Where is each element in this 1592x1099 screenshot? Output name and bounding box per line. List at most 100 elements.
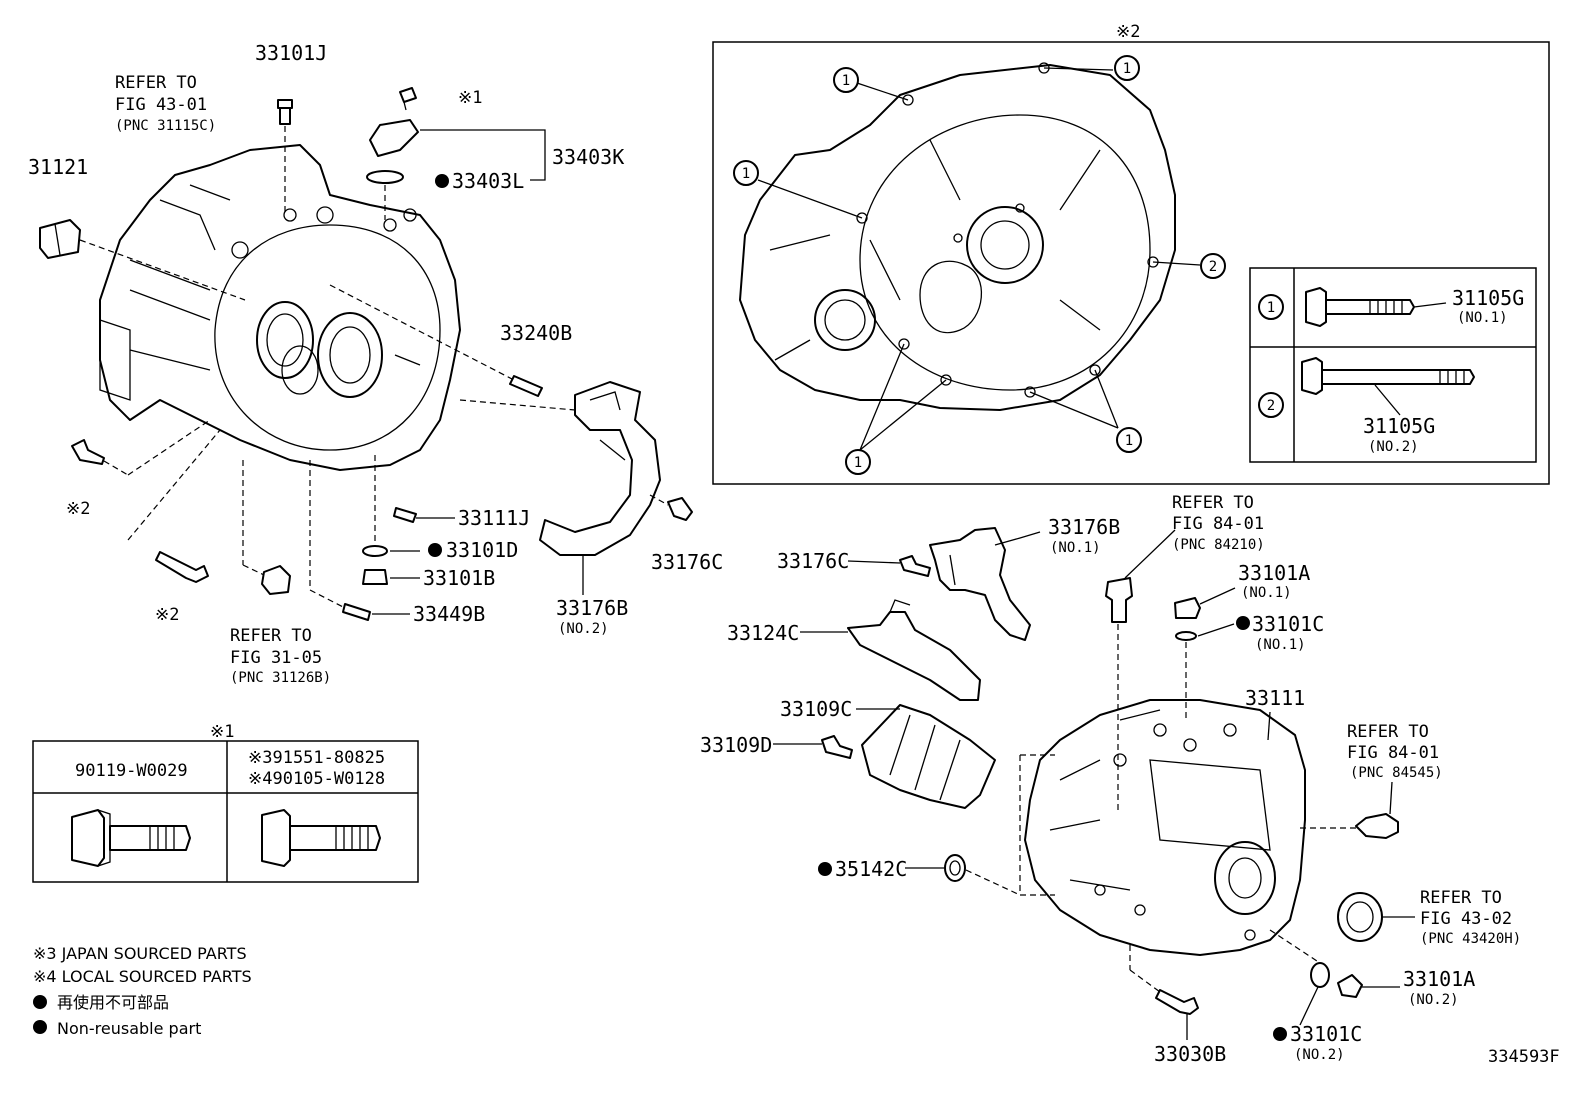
refer-43-01-line2: FIG 43-01	[115, 95, 207, 115]
label-33101C-no1: 33101C	[1252, 612, 1324, 636]
label-33176C-a: 33176C	[651, 550, 723, 574]
pin-33111J-drawing	[393, 507, 455, 523]
bullet-icon	[33, 995, 47, 1009]
label-33111J: 33111J	[458, 506, 530, 530]
label-33240B: 33240B	[500, 321, 572, 345]
bolt-90119-W0029-drawing	[71, 809, 191, 867]
bolt-33176C-a-drawing	[649, 494, 693, 521]
circle-number: 2	[1267, 398, 1275, 414]
bolt-left-lower-drawing	[127, 429, 221, 583]
mark-2-left: ※2	[66, 499, 90, 519]
label-33101J: 33101J	[255, 41, 327, 65]
bolt-spec-table	[32, 740, 419, 883]
magnet-33449B-drawing	[309, 460, 410, 621]
bolt-31105G-no1-drawing	[1305, 287, 1447, 327]
non-reusable-bullet-icon	[1236, 616, 1250, 630]
label-35142C: 35142C	[835, 857, 907, 881]
refer-43-02-line1: REFER TO	[1420, 888, 1502, 908]
table-col1-part: 90119-W0029	[75, 761, 188, 781]
non-reusable-bullet-icon	[428, 543, 442, 557]
label-33109D: 33109D	[700, 733, 772, 757]
refer-84-01a-line1: REFER TO	[1172, 493, 1254, 513]
label-33101C-no2: 33101C	[1290, 1022, 1362, 1046]
refer-43-02-line3: (PNC 43420H)	[1420, 931, 1521, 947]
bolt-33030B-drawing	[1129, 945, 1199, 1040]
bolt-91551-80825-drawing	[261, 809, 381, 867]
mark-2-detail: ※2	[1116, 22, 1140, 42]
sensor-bracket-33403K-drawing	[366, 87, 419, 220]
non-reusable-bullet-icon	[1273, 1027, 1287, 1041]
table-col2-part-b: ※490105-W0128	[248, 769, 385, 789]
mark-1-top: ※1	[458, 88, 482, 108]
bolt-type-table	[1249, 267, 1537, 463]
label-no1-d: (NO.1)	[1255, 637, 1306, 653]
label-33403L: 33403L	[452, 169, 524, 193]
label-31105G-no2: 31105G	[1363, 414, 1435, 438]
bracket-33176B-no2-drawing	[459, 381, 661, 595]
plug-33101A-no1-drawing	[1174, 587, 1236, 619]
bolt-left-upper-drawing	[71, 419, 211, 476]
cap-31121-drawing	[39, 219, 246, 301]
transaxle-housing-drawing	[99, 144, 461, 471]
plug-refer-31-05-drawing	[242, 460, 291, 595]
refer-43-01-line3: (PNC 31115C)	[115, 118, 216, 134]
refer-84-01b-line1: REFER TO	[1347, 722, 1429, 742]
label-no1-c: (NO.1)	[1241, 585, 1292, 601]
label-no2-a: (NO.2)	[558, 621, 609, 637]
gasket-33101D-drawing	[362, 455, 420, 557]
table-col2-part-a: ※391551-80825	[248, 748, 385, 768]
circle-number: 1	[1125, 433, 1133, 449]
refer-84-01b-line3: (PNC 84545)	[1350, 765, 1443, 781]
label-no1-a: (NO.1)	[1457, 310, 1508, 326]
circle-number: 2	[1209, 259, 1217, 275]
plate-33124C-drawing	[800, 599, 981, 701]
bolt-location-detail-frame	[712, 41, 1550, 485]
circle-number: 1	[742, 166, 750, 182]
switch-refer-84-01-b-drawing	[1300, 781, 1399, 839]
table-circle-1	[1258, 294, 1284, 320]
transmission-case-33111-drawing	[1019, 699, 1306, 956]
label-33176B-no1: 33176B	[1048, 515, 1120, 539]
label-33124C: 33124C	[727, 621, 799, 645]
label-no1-b: (NO.1)	[1050, 540, 1101, 556]
label-33176C-b: 33176C	[777, 549, 849, 573]
label-33101D: 33101D	[446, 538, 518, 562]
label-33109C: 33109C	[780, 697, 852, 721]
legend-non-reusable-jp: 再使用不可部品	[57, 993, 169, 1012]
callout-leaders	[757, 67, 1201, 451]
label-33176B-no2: 33176B	[556, 596, 628, 620]
label-33101A-no1: 33101A	[1238, 561, 1310, 585]
table-circle-2	[1258, 392, 1284, 418]
gasket-33101C-no1-drawing	[1175, 623, 1235, 720]
label-33403K: 33403K	[552, 145, 624, 169]
label-no2-b: (NO.2)	[1368, 439, 1419, 455]
label-no2-c: (NO.2)	[1408, 992, 1459, 1008]
seal-refer-43-02-drawing	[1337, 892, 1415, 942]
breather-plug-33101J-drawing	[277, 99, 293, 215]
label-33101A-no2: 33101A	[1403, 967, 1475, 991]
plug-33101A-no2-drawing	[1337, 974, 1400, 998]
label-33101B: 33101B	[423, 566, 495, 590]
label-33030B: 33030B	[1154, 1042, 1226, 1066]
legend-local-sourced: ※4 LOCAL SOURCED PARTS	[33, 967, 252, 986]
label-31105G-no1: 31105G	[1452, 286, 1524, 310]
bolt-33176C-b-drawing	[847, 555, 931, 577]
refer-43-02-line2: FIG 43-02	[1420, 909, 1512, 929]
housing-face-view-drawing	[739, 62, 1176, 411]
refer-31-05-line3: (PNC 31126B)	[230, 670, 331, 686]
leader-33403K	[420, 129, 546, 181]
circle-number: 1	[842, 73, 850, 89]
legend-non-reusable-en: Non-reusable part	[57, 1019, 201, 1038]
oil-seal-35142C-drawing	[905, 854, 1021, 896]
bracket-33176B-no1-drawing	[929, 527, 1041, 641]
bolt-33109D-drawing	[773, 735, 853, 759]
plug-33101B-drawing	[362, 569, 420, 585]
circle-number: 1	[854, 455, 862, 471]
cover-33109C-drawing	[856, 704, 996, 809]
refer-31-05-line2: FIG 31-05	[230, 648, 322, 668]
bolt-31105G-no2-drawing	[1301, 357, 1475, 416]
refer-84-01a-line2: FIG 84-01	[1172, 514, 1264, 534]
mark-2-left-lower: ※2	[155, 605, 179, 625]
